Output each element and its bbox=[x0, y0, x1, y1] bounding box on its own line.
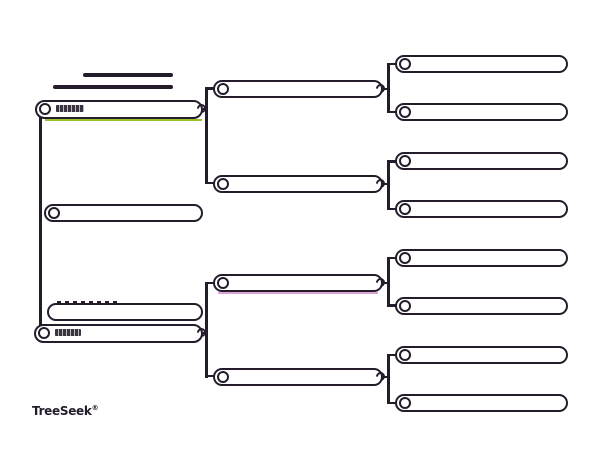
connector-bracket bbox=[205, 281, 208, 378]
ornament-ring-icon bbox=[39, 103, 51, 115]
connector-stub bbox=[205, 281, 214, 284]
connector-stub bbox=[387, 304, 396, 307]
field-paternal-grandmother[interactable] bbox=[213, 175, 383, 193]
ornament-ring-icon bbox=[399, 252, 411, 264]
field-maternal-grandfather[interactable] bbox=[213, 274, 383, 292]
field-great-grandparent-3[interactable] bbox=[395, 152, 568, 170]
field-paternal-grandfather[interactable] bbox=[213, 80, 383, 98]
ornament-ring-icon bbox=[217, 277, 229, 289]
field-great-grandparent-8[interactable] bbox=[395, 394, 568, 412]
field-sibling[interactable] bbox=[47, 303, 203, 321]
connector-stub bbox=[387, 353, 396, 356]
field-maternal-grandmother[interactable] bbox=[213, 368, 383, 386]
brand-logo: TreeSeek® bbox=[32, 401, 99, 418]
ornament-ring-icon bbox=[399, 155, 411, 167]
connector-stub bbox=[381, 87, 389, 90]
connector-stub bbox=[205, 374, 214, 377]
ornament-ring-icon bbox=[217, 83, 229, 95]
field-self[interactable] bbox=[44, 204, 203, 222]
connector-bracket bbox=[387, 256, 390, 307]
connector-stub bbox=[387, 401, 396, 404]
connector-stub bbox=[381, 375, 389, 378]
field-great-grandparent-5[interactable] bbox=[395, 249, 568, 267]
title-rule-line-2 bbox=[53, 85, 173, 89]
brand-logo-text: TreeSeek bbox=[32, 404, 92, 418]
connector-stub bbox=[381, 281, 389, 284]
connector-couple-line bbox=[39, 117, 42, 326]
connector-stub bbox=[387, 256, 396, 259]
field-great-grandparent-4[interactable] bbox=[395, 200, 568, 218]
title-rule-line-1 bbox=[83, 73, 173, 77]
field-great-grandparent-6[interactable] bbox=[395, 297, 568, 315]
connector-stub bbox=[387, 62, 396, 65]
ornament-ring-icon bbox=[38, 327, 50, 339]
field-great-grandparent-1[interactable] bbox=[395, 55, 568, 73]
connector-stub bbox=[387, 160, 396, 163]
ornament-ring-icon bbox=[48, 207, 60, 219]
ornament-ring-icon bbox=[399, 397, 411, 409]
field-great-grandparent-2[interactable] bbox=[395, 103, 568, 121]
ornament-ring-icon bbox=[399, 203, 411, 215]
mother-scribble-text bbox=[55, 329, 81, 336]
registered-trademark-icon: ® bbox=[91, 404, 99, 412]
connector-bracket bbox=[387, 160, 390, 210]
connector-stub bbox=[387, 207, 396, 210]
connector-stub bbox=[205, 87, 214, 90]
connector-stub bbox=[201, 107, 207, 110]
connector-bracket bbox=[387, 353, 390, 404]
father-scribble-text bbox=[56, 105, 84, 112]
ornament-ring-icon bbox=[217, 371, 229, 383]
father-highlight-underline bbox=[45, 119, 202, 121]
grandfather-highlight-underline bbox=[218, 292, 378, 294]
sibling-dashed-mark bbox=[57, 301, 117, 304]
ornament-ring-icon bbox=[399, 58, 411, 70]
connector-stub bbox=[381, 182, 389, 185]
ornament-ring-icon bbox=[399, 300, 411, 312]
ornament-ring-icon bbox=[399, 349, 411, 361]
connector-bracket bbox=[205, 87, 208, 184]
ornament-ring-icon bbox=[217, 178, 229, 190]
connector-bracket bbox=[387, 62, 390, 113]
field-great-grandparent-7[interactable] bbox=[395, 346, 568, 364]
connector-stub bbox=[201, 331, 207, 334]
connector-stub bbox=[205, 181, 214, 184]
connector-stub bbox=[387, 110, 396, 113]
ornament-ring-icon bbox=[399, 106, 411, 118]
